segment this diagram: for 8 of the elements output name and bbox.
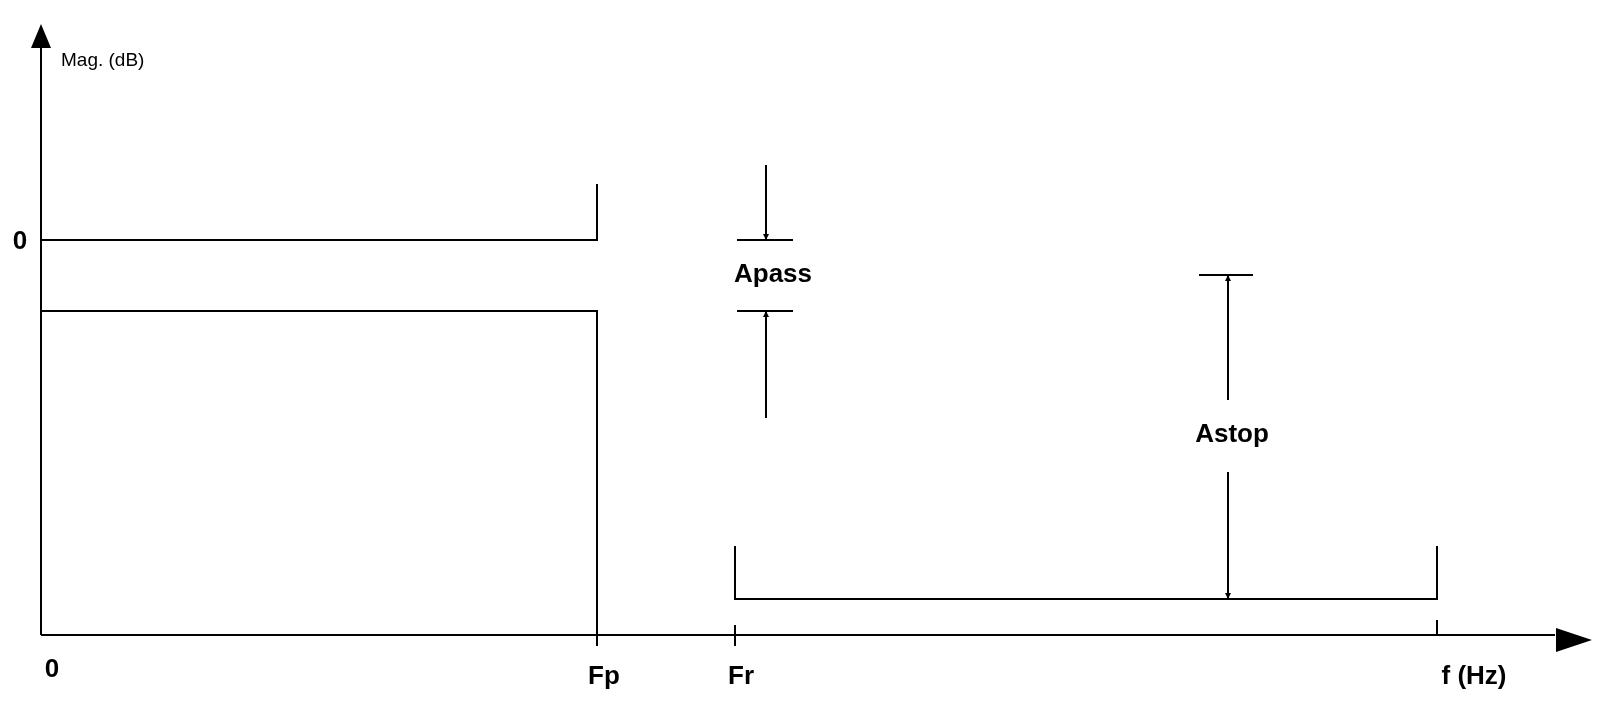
tick-label: Fr <box>728 662 754 688</box>
tick-label: 0 <box>44 655 60 681</box>
dimension-label: Apass <box>734 260 812 286</box>
tick-label: 0 <box>12 227 28 253</box>
dimension-label: Astop <box>1195 420 1269 446</box>
axis-title: f (Hz) <box>1441 662 1507 688</box>
axis-title: Mag. (dB) <box>61 49 145 69</box>
tick-label: Fp <box>588 662 620 688</box>
